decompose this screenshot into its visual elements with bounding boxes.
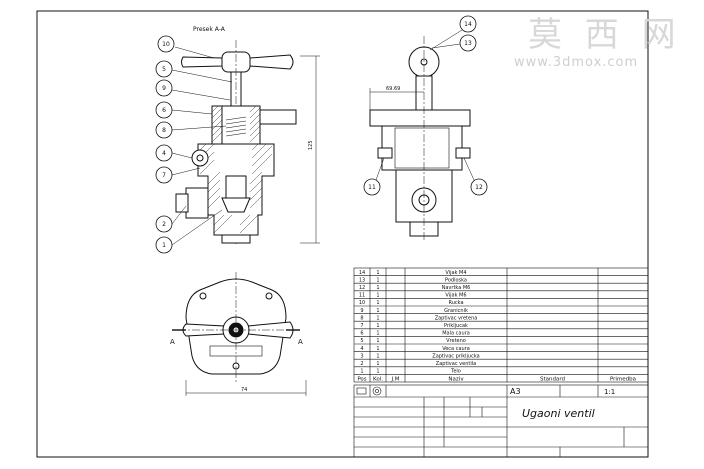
dimension-height: 125 xyxy=(308,140,314,150)
watermark-cjk: 莫 西 网 xyxy=(528,15,682,55)
bom-cell-pos: 3 xyxy=(360,353,363,359)
bom-cell-naziv: Rucka xyxy=(448,300,463,306)
balloon-label: 1 xyxy=(162,242,166,249)
bom-cell-naziv: Navrtka M6 xyxy=(442,285,471,291)
bom-cell-naziv: Zaptivac vretena xyxy=(435,315,478,321)
bom-cell-pos: 12 xyxy=(359,285,365,291)
bom-cell-pos: 7 xyxy=(360,323,363,329)
balloon-label: 13 xyxy=(464,40,472,47)
bom-cell-pos: 10 xyxy=(359,300,365,306)
bom-cell-kol: 1 xyxy=(376,270,379,276)
top-view xyxy=(172,272,307,396)
bom-cell-kol: 1 xyxy=(376,293,379,299)
balloon-label: 8 xyxy=(162,127,166,134)
bom-cell-pos: 8 xyxy=(360,315,363,321)
bom-cell-pos: 6 xyxy=(360,331,363,337)
bom-cell-pos: 1 xyxy=(360,369,363,375)
balloon-label: 4 xyxy=(162,150,166,157)
balloon-label: 6 xyxy=(162,107,166,114)
balloon-label: 7 xyxy=(162,172,166,179)
bom-header-standard: Standard xyxy=(540,376,565,382)
side-balloons xyxy=(363,15,488,196)
bom-cell-kol: 1 xyxy=(376,369,379,375)
bom-cell-naziv: Zaptivac prikljucka xyxy=(432,353,479,359)
format-label: A3 xyxy=(510,387,521,396)
bom-cell-kol: 1 xyxy=(376,300,379,306)
section-marker-right: A xyxy=(298,338,303,346)
bom-cell-naziv: Zaptivac ventila xyxy=(436,361,476,367)
bom-header-naziv: Naziv xyxy=(448,376,464,382)
bom-cell-naziv: Telo xyxy=(450,369,461,375)
scale-label: 1:1 xyxy=(604,388,615,396)
bom-cell-kol: 1 xyxy=(376,331,379,337)
section-marker-left: A xyxy=(170,338,175,346)
bom-cell-naziv: Granicnik xyxy=(444,308,468,314)
bom-cell-pos: 9 xyxy=(360,308,363,314)
bom-cell-kol: 1 xyxy=(376,361,379,367)
bom-cell-pos: 2 xyxy=(360,361,363,367)
watermark-url: www.3dmox.com xyxy=(514,55,638,70)
bom-cell-kol: 1 xyxy=(376,353,379,359)
bom-cell-kol: 1 xyxy=(376,277,379,283)
drawing-title: Ugaoni ventil xyxy=(522,407,595,420)
dimension-top: 69.69 xyxy=(386,86,400,92)
bom-header-primedba: Primedba xyxy=(610,376,636,382)
bom-cell-naziv: Podloska xyxy=(445,277,467,283)
balloon-label: 14 xyxy=(464,21,472,28)
balloon-label: 10 xyxy=(162,41,170,48)
section-balloons xyxy=(155,35,233,254)
bom-header-pos: Pos xyxy=(357,376,366,382)
balloon-label: 11 xyxy=(368,184,376,191)
section-label: Presek A-A xyxy=(193,26,226,33)
balloon-label: 12 xyxy=(475,184,483,191)
balloon-label: 2 xyxy=(162,221,166,228)
bom-cell-naziv: Vijak M4 xyxy=(445,270,466,276)
bom-header-kol: Kol. xyxy=(373,376,383,382)
bom-cell-pos: 5 xyxy=(360,338,363,344)
title-block xyxy=(353,384,649,458)
bom-cell-naziv: Vijak M6 xyxy=(445,293,466,299)
bom-cell-pos: 4 xyxy=(360,346,363,352)
bom-cell-pos: 14 xyxy=(359,270,365,276)
bom-cell-naziv: Prikljucak xyxy=(444,323,468,329)
section-view: Presek A-A xyxy=(175,26,320,245)
bom-cell-naziv: Mala caura xyxy=(442,331,470,337)
bom-cell-kol: 1 xyxy=(376,346,379,352)
balloon-label: 9 xyxy=(162,85,166,92)
bom-cell-kol: 1 xyxy=(376,323,379,329)
bom-cell-kol: 1 xyxy=(376,338,379,344)
bom-cell-kol: 1 xyxy=(376,285,379,291)
bom-header-jm: J.M xyxy=(390,376,399,382)
side-view: 69.69 xyxy=(369,36,471,242)
bom-cell-kol: 1 xyxy=(376,315,379,321)
bom-cell-naziv: Vreteno xyxy=(446,338,466,344)
drawing-frame xyxy=(36,10,649,458)
balloon-label: 5 xyxy=(162,66,166,73)
bom-cell-kol: 1 xyxy=(376,308,379,314)
bom-cell-naziv: Veca caura xyxy=(442,346,470,352)
dimension-width: 74 xyxy=(241,387,247,393)
bom-cell-pos: 11 xyxy=(359,293,365,299)
bom-cell-pos: 13 xyxy=(359,277,365,283)
